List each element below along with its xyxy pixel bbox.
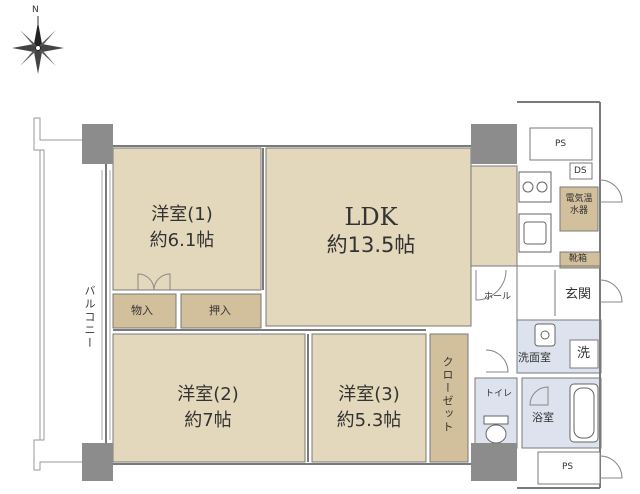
room-western-3 — [311, 333, 427, 463]
room-western-2-size: 約7帖 — [184, 410, 232, 432]
washer-label: 洗 — [577, 346, 591, 361]
room-western-2-label: 洋室(2) 約7帖 — [168, 382, 248, 434]
room-ldk-name: LDK — [344, 203, 398, 231]
room-western-2-name: 洋室(2) — [177, 384, 239, 405]
room-western-1-name: 洋室(1) — [151, 204, 213, 225]
west-windows — [101, 170, 111, 440]
closet-label: クローゼット — [441, 356, 454, 434]
ds-label: DS — [574, 166, 587, 176]
compass-rose-icon — [12, 16, 64, 74]
shoe-box — [559, 251, 601, 269]
kitchen-strip — [470, 165, 518, 267]
exterior-wall-lines — [105, 101, 601, 489]
hall-label: ホール — [484, 292, 512, 302]
room-ldk-label: LDK 約13.5帖 — [316, 205, 426, 256]
hall-partition — [471, 250, 600, 320]
bathroom-label: 浴室 — [532, 411, 554, 424]
storage-label: 物入 — [131, 304, 153, 317]
push-closet-label: 押入 — [209, 304, 231, 317]
ps-top-box — [529, 127, 593, 161]
toilet-label: トイレ — [485, 389, 513, 399]
entrance-label: 玄関 — [565, 287, 592, 302]
shoe-box-label: 靴箱 — [569, 254, 588, 264]
room-western-1 — [112, 147, 262, 291]
ps-bottom-box — [537, 451, 601, 485]
room-ldk-size: 約13.5帖 — [326, 233, 416, 257]
north-label: N — [32, 5, 39, 15]
toilet-icon — [483, 415, 509, 444]
structural-walls — [82, 124, 517, 481]
closet — [429, 333, 469, 463]
washbasin-icon — [534, 323, 556, 347]
door-swings — [137, 179, 623, 479]
water-heater-label: 電気温水器 — [565, 194, 593, 216]
room-western-2 — [112, 333, 306, 463]
balcony-outline — [33, 117, 82, 471]
storage-1 — [112, 293, 177, 329]
stove-icon — [518, 171, 552, 203]
room-western-1-size: 約6.1帖 — [149, 230, 215, 252]
sink-icon — [518, 213, 552, 253]
room-western-3-size: 約5.3帖 — [336, 410, 402, 432]
ds-box — [569, 162, 593, 180]
room-western-3-name: 洋室(3) — [338, 384, 400, 405]
balcony-label: バルコニー — [83, 285, 96, 350]
washer-box — [569, 339, 599, 369]
room-western-3-label: 洋室(3) 約5.3帖 — [324, 382, 414, 434]
push-closet — [180, 293, 262, 329]
water-heater-box — [559, 186, 599, 232]
ps-top-label: PS — [555, 139, 567, 149]
bathtub-icon — [569, 383, 599, 443]
room-western-1-label: 洋室(1) 約6.1帖 — [142, 202, 222, 254]
washroom-label: 洗面室 — [518, 351, 551, 364]
ps-bottom-label: PS — [562, 462, 574, 472]
